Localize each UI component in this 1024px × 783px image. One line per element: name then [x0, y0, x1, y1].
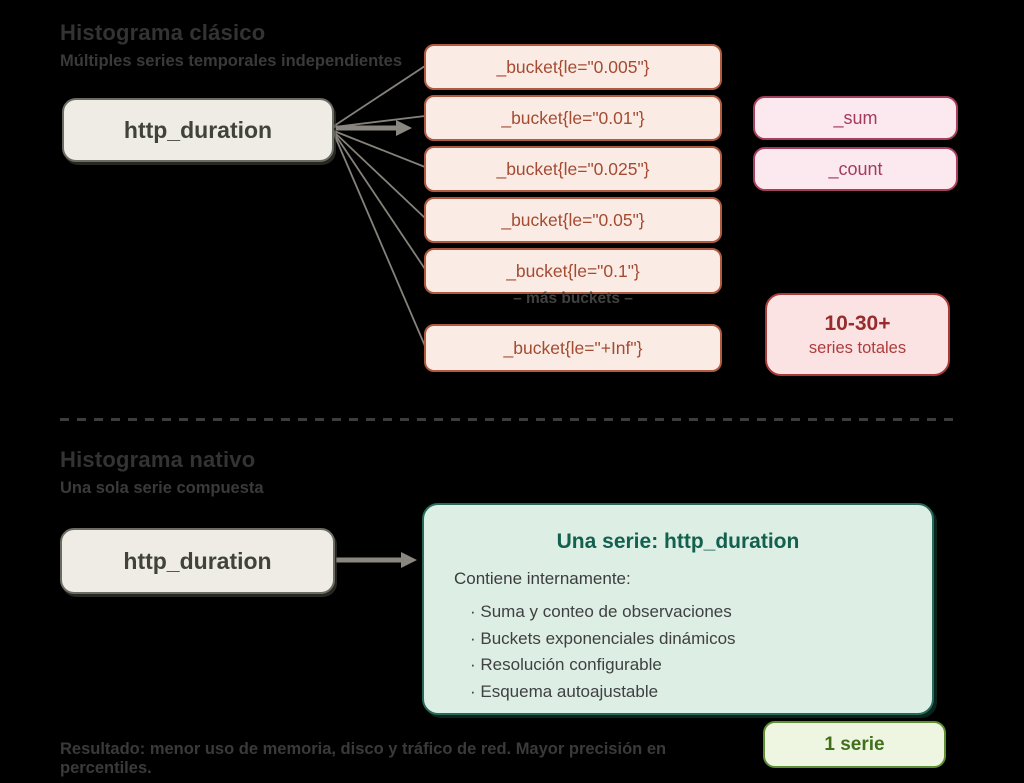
native-series-list: · Suma y conteo de observaciones · Bucke…: [424, 599, 932, 705]
native-subtitle: Una sola serie compuesta: [60, 479, 264, 497]
bucket-node-01: _bucket{le="0.1"}: [424, 248, 722, 294]
native-section-header: Histograma nativo Una sola serie compues…: [60, 447, 264, 498]
classic-section-header: Histograma clásico Múltiples series temp…: [60, 20, 402, 71]
list-item: · Buckets exponenciales dinámicos: [470, 628, 736, 648]
list-item: · Suma y conteo de observaciones: [470, 602, 732, 621]
one-serie-badge: 1 serie: [763, 721, 946, 768]
section-divider: [60, 418, 958, 421]
series-totals-value: 10-30+: [824, 311, 891, 335]
more-buckets-label: – más buckets –: [513, 290, 633, 307]
series-totals-label: series totales: [808, 338, 907, 357]
classic-subtitle: Múltiples series temporales independient…: [60, 52, 403, 70]
native-series-intro: Contiene internamente:: [454, 569, 631, 588]
list-item: · Esquema autoajustable: [470, 681, 659, 701]
result-footer: Resultado: menor uso de memoria, disco y…: [60, 740, 667, 777]
classic-metric-node: http_duration: [62, 98, 334, 162]
bucket-node-001: _bucket{le="0.01"}: [424, 95, 722, 141]
native-metric-node: http_duration: [60, 528, 335, 594]
native-series-title: Una serie: http_duration: [556, 530, 800, 553]
bucket-node-inf: _bucket{le="+Inf"}: [424, 324, 722, 372]
series-totals-node: 10-30+ series totales: [765, 293, 950, 376]
list-item: · Resolución configurable: [470, 655, 662, 674]
classic-title: Histograma clásico: [60, 20, 266, 45]
bucket-node-005: _bucket{le="0.05"}: [424, 197, 722, 243]
sum-node: _sum: [753, 96, 958, 140]
count-node: _count: [753, 147, 958, 191]
native-title: Histograma nativo: [60, 447, 256, 472]
bucket-node-0005: _bucket{le="0.005"}: [424, 44, 722, 90]
bucket-node-0025: _bucket{le="0.025"}: [424, 146, 722, 192]
fanout-lines: [333, 65, 426, 347]
native-series-box: Una serie: http_duration Contiene intern…: [422, 503, 934, 715]
